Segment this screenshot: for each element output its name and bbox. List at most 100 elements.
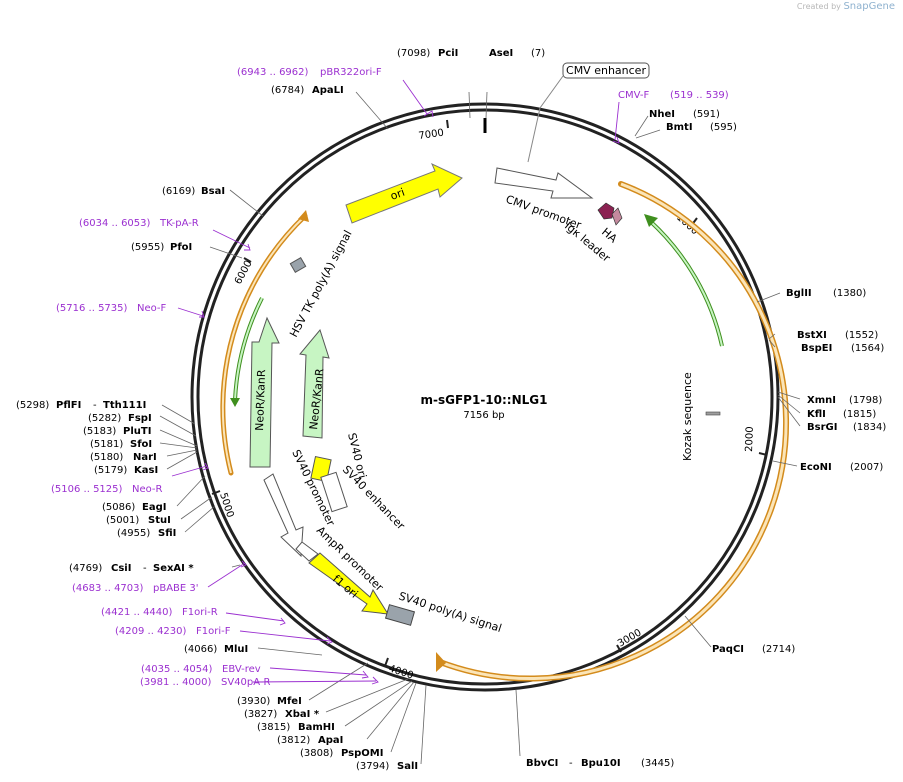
primer-tk-pa-r[interactable]: TK-pA-R xyxy=(159,218,199,229)
site-pos-kflI: (1815) xyxy=(843,409,876,420)
neo1-feature[interactable]: NeoR/KanR xyxy=(249,316,280,468)
site-ecoNI[interactable]: EcoNI xyxy=(800,462,832,473)
cmv-enhancer-callout[interactable]: CMV enhancer xyxy=(527,62,650,163)
site-kasI[interactable]: KasI xyxy=(134,465,158,476)
site-mfeI[interactable]: MfeI xyxy=(277,696,302,707)
site-kflI[interactable]: KflI xyxy=(807,409,826,420)
igk-leader-feature[interactable] xyxy=(597,202,615,220)
primer-pbr322ori-f[interactable]: pBR322ori-F xyxy=(320,67,382,78)
site-aseI[interactable]: AseI xyxy=(489,48,513,59)
primer-range-sv40pa-r: (3981 .. 4000) xyxy=(140,677,212,688)
site-pos-sfiI: (4955) xyxy=(117,528,150,539)
site-apaI[interactable]: ApaI xyxy=(318,735,343,746)
primer-ebv-rev[interactable]: EBV-rev xyxy=(222,664,261,675)
tick-label-7000: 7000 xyxy=(418,128,445,142)
site-bsrGI[interactable]: BsrGI xyxy=(807,422,837,433)
site-tth111I[interactable]: Tth111I xyxy=(103,400,146,411)
site-pflFI[interactable]: PflFI xyxy=(56,400,81,411)
orf-arrowhead xyxy=(436,652,446,672)
neo2-feature[interactable]: NeoR/KanR xyxy=(299,328,330,439)
site-pluTI[interactable]: PluTI xyxy=(123,426,151,437)
site-bpu10I[interactable]: Bpu10I xyxy=(581,758,621,769)
site-pos-pciI: (7098) xyxy=(397,48,430,59)
hsv-tk-polya-box[interactable] xyxy=(289,256,307,274)
snapgene-logo-text: SnapGene xyxy=(843,1,895,12)
sv40-polya-box[interactable] xyxy=(384,604,416,626)
site-bglII[interactable]: BglII xyxy=(786,288,812,299)
site-bbvCI[interactable]: BbvCI xyxy=(526,758,558,769)
site-pos-stuI: (5001) xyxy=(106,515,139,526)
neo2-label: NeoR/KanR xyxy=(307,367,326,430)
site-pos-salI: (3794) xyxy=(356,761,389,772)
site-narI[interactable]: NarI xyxy=(133,452,157,463)
ha-label: HA xyxy=(599,225,620,245)
site-pos-nheI: (591) xyxy=(693,109,720,120)
site-bstXI[interactable]: BstXI xyxy=(797,330,827,341)
orf-outline[interactable] xyxy=(437,181,789,682)
ampr-promoter-feature[interactable] xyxy=(295,541,319,562)
site-pciI[interactable]: PciI xyxy=(438,48,458,59)
site-pos-pluTI: (5183) xyxy=(83,426,116,437)
plasmid-size: 7156 bp xyxy=(463,410,504,421)
tick-label-2000: 2000 xyxy=(744,426,756,452)
site-bsaI[interactable]: BsaI xyxy=(201,186,225,197)
primer-pbabe3[interactable]: pBABE 3' xyxy=(153,583,199,594)
neo1-label: NeoR/KanR xyxy=(253,369,268,431)
site-pos-aseI: (7) xyxy=(531,48,545,59)
site-pspOMI[interactable]: PspOMI xyxy=(341,748,383,759)
tick-label-6000: 6000 xyxy=(233,259,255,287)
primer-f1ori-r[interactable]: F1ori-R xyxy=(182,607,218,618)
site-xmnI[interactable]: XmnI xyxy=(807,395,836,406)
site-pos-xbaI: (3827) xyxy=(244,709,277,720)
site-pfoI[interactable]: PfoI xyxy=(170,242,192,253)
sv40-enhancer-label: SV40 enhancer xyxy=(340,463,408,533)
site-csiI[interactable]: CsiI xyxy=(111,563,131,574)
site-apaLI[interactable]: ApaLI xyxy=(312,85,344,96)
neo-green-arrowhead xyxy=(230,398,240,407)
sv40-promoter-feature[interactable] xyxy=(263,473,304,558)
site-pos-xmnI: (1798) xyxy=(849,395,882,406)
site-dash-bbvCI: - xyxy=(569,758,573,769)
cmv-promoter-feature[interactable]: CMV promoter xyxy=(494,167,594,232)
plasmid-name: m-sGFP1-10::NLG1 xyxy=(421,393,548,407)
primer-neo-f[interactable]: Neo-F xyxy=(137,303,167,314)
site-pos-ecoNI: (2007) xyxy=(850,462,883,473)
site-paqCI[interactable]: PaqCI xyxy=(712,644,744,655)
site-fspI[interactable]: FspI xyxy=(128,413,152,424)
site-bamHI[interactable]: BamHI xyxy=(298,722,335,733)
primer-f1ori-f[interactable]: F1ori-F xyxy=(196,626,231,637)
site-bmtI[interactable]: BmtI xyxy=(666,122,693,133)
site-pos-bglII: (1380) xyxy=(833,288,866,299)
site-mluI[interactable]: MluI xyxy=(224,644,248,655)
site-pos-mfeI: (3930) xyxy=(237,696,270,707)
primer-range-cmv-f: (519 .. 539) xyxy=(670,90,729,101)
site-pos-pfoI: (5955) xyxy=(131,242,164,253)
primer-sv40pa-r[interactable]: SV40pA-R xyxy=(221,677,270,688)
primer-neo-r[interactable]: Neo-R xyxy=(132,484,163,495)
neo-orf-arrowhead xyxy=(298,210,309,222)
site-xbaI[interactable]: XbaI * xyxy=(285,709,320,720)
site-eagI[interactable]: EagI xyxy=(142,502,166,513)
site-pos-eagI: (5086) xyxy=(102,502,135,513)
site-pos-narI: (5180) xyxy=(90,452,123,463)
site-pos-bstXI: (1552) xyxy=(845,330,878,341)
primer-cmv-f[interactable]: CMV-F xyxy=(618,90,649,101)
ha-feature[interactable] xyxy=(611,207,623,226)
site-sexAI[interactable]: SexAI * xyxy=(153,563,194,574)
site-sfiI[interactable]: SfiI xyxy=(158,528,176,539)
site-pos-bbvCI: (3445) xyxy=(641,758,674,769)
kozak-marker[interactable] xyxy=(705,411,721,416)
sv40-enhancer-box[interactable] xyxy=(320,471,348,513)
hsv-tk-polya-label: HSV TK poly(A) signal xyxy=(287,228,354,339)
site-bspEI[interactable]: BspEI xyxy=(801,343,832,354)
site-pos-bamHI: (3815) xyxy=(257,722,290,733)
igk-leader-label: Igκ leader xyxy=(562,219,613,265)
site-nheI[interactable]: NheI xyxy=(649,109,675,120)
primer-range-pbr322ori-f: (6943 .. 6962) xyxy=(237,67,309,78)
site-stuI[interactable]: StuI xyxy=(148,515,171,526)
site-sfoI[interactable]: SfoI xyxy=(130,439,152,450)
site-salI[interactable]: SalI xyxy=(397,761,418,772)
primer-range-pbabe3: (4683 .. 4703) xyxy=(72,583,144,594)
ori-feature[interactable]: ori xyxy=(345,162,463,224)
